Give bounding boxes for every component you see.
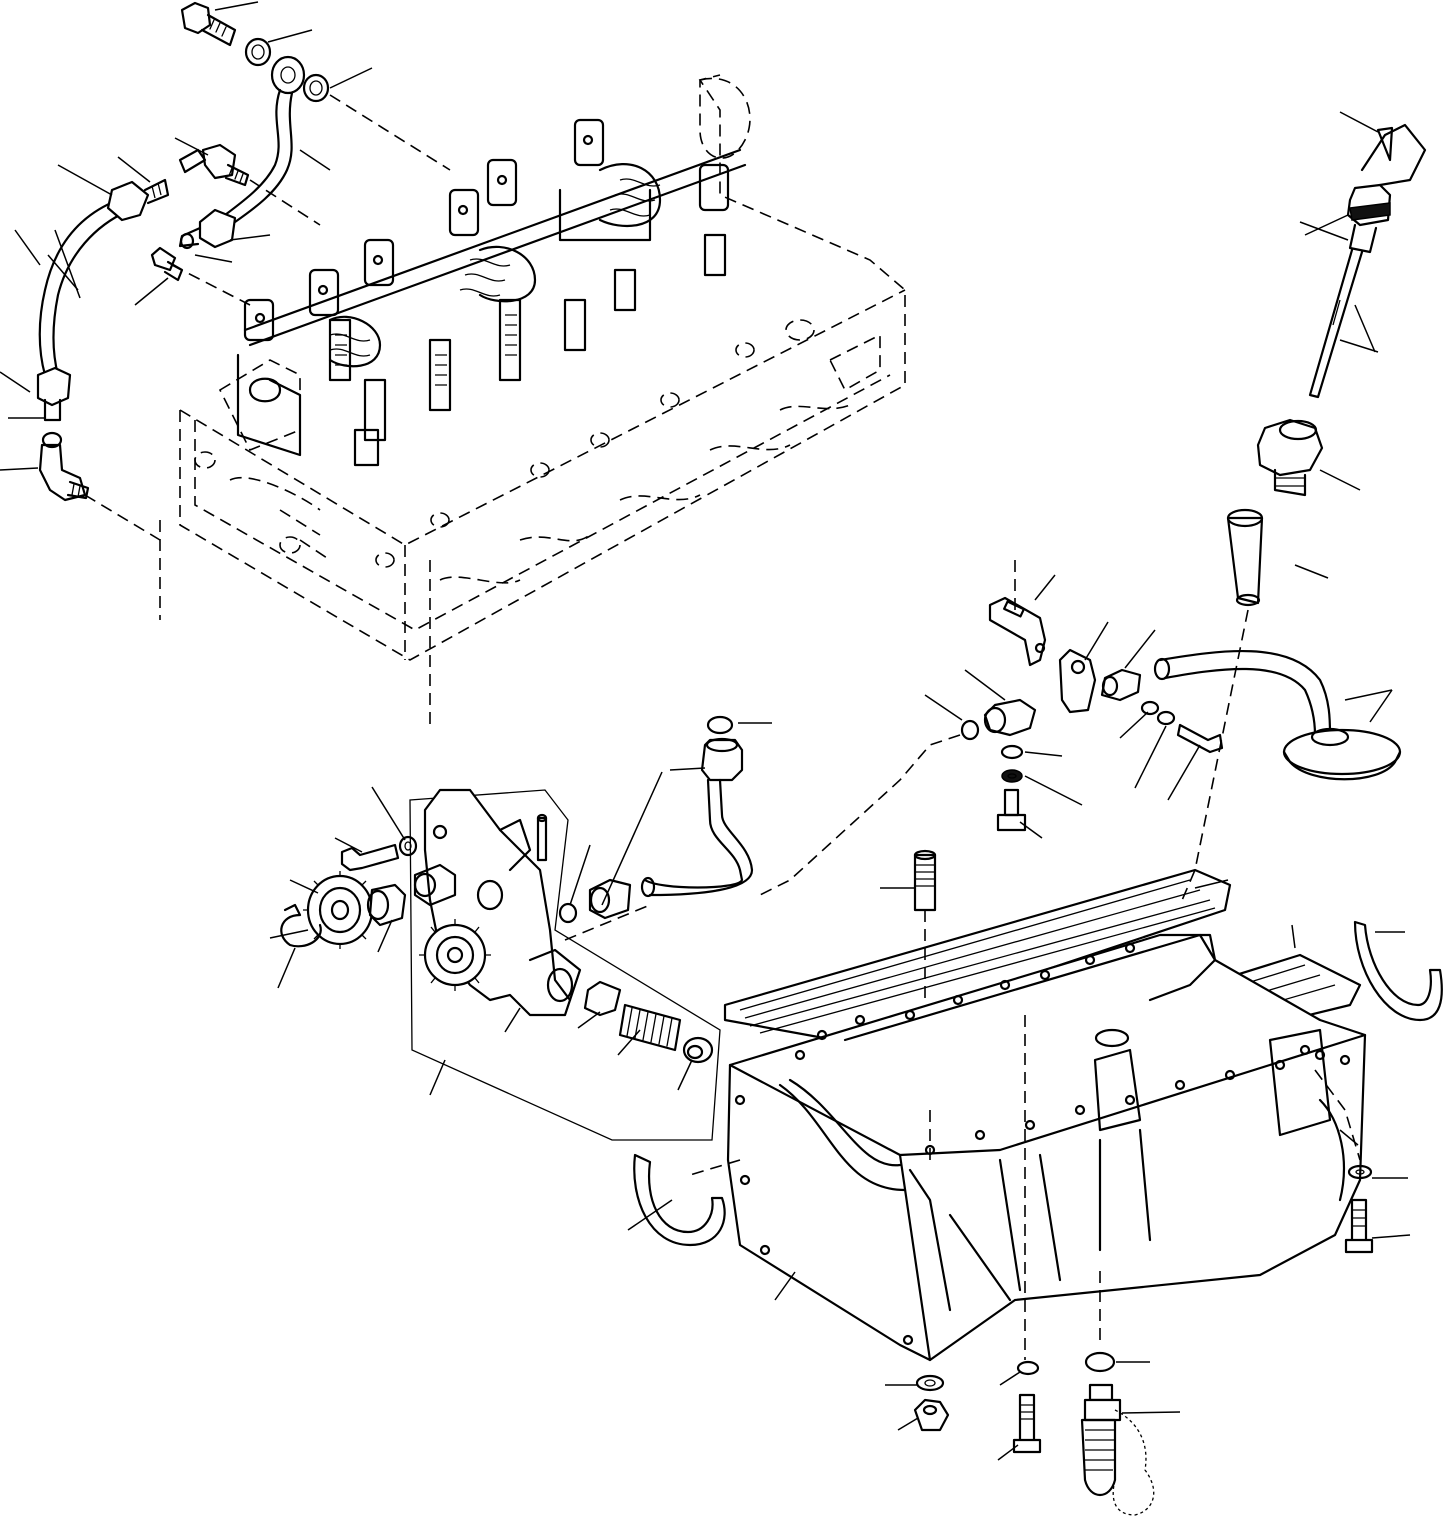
dipstick-tube-plug xyxy=(1256,418,1324,497)
nut xyxy=(913,1398,950,1432)
dipstick-guide-tube xyxy=(1179,508,1264,906)
sealing-washer-1 xyxy=(244,37,272,67)
suction-pipe-and-strainer xyxy=(759,560,1402,896)
elbow-fitting-lower xyxy=(38,443,90,502)
oil-sump xyxy=(689,849,1367,1362)
hose-clamp xyxy=(1058,648,1097,714)
circlip xyxy=(280,903,322,948)
cylinder-head-assembly xyxy=(159,74,906,725)
banjo-bolt xyxy=(180,1,237,47)
sump-bottom-hardware xyxy=(913,1164,1374,1516)
thrust-half-ring-right xyxy=(1353,920,1443,1022)
elbow-fitting-head xyxy=(150,246,184,282)
relief-valve-spring xyxy=(618,1003,682,1052)
bolt-right xyxy=(1344,1198,1374,1254)
sealing-washer-2 xyxy=(302,73,330,103)
oil-pipe-upper xyxy=(223,88,294,224)
callout-leader-lines xyxy=(0,1,1411,1461)
stud xyxy=(913,849,937,1005)
oil-pan-gasket-upper xyxy=(723,868,1232,1042)
suction-pipe xyxy=(1158,649,1332,737)
elbow-fitting-upper xyxy=(178,143,250,187)
dipstick xyxy=(1308,123,1427,399)
pump-delivery-pipe xyxy=(558,715,754,924)
bolt-bottom xyxy=(1012,1393,1042,1454)
thrust-half-ring-left xyxy=(633,1153,726,1247)
banjo-eye xyxy=(270,55,306,95)
mounting-bracket xyxy=(988,596,1047,667)
oil-pipe-left xyxy=(38,198,132,377)
oil-strainer xyxy=(1282,727,1402,781)
pipe-connector xyxy=(1100,668,1142,702)
pump-internal-gear xyxy=(419,919,491,991)
bushing xyxy=(366,883,407,927)
pump-drive-gear xyxy=(303,871,377,949)
oil-pressure-sender xyxy=(1080,1383,1155,1516)
oil-pump-assembly xyxy=(280,715,754,1141)
oil-feed-pipes xyxy=(36,1,451,541)
relief-valve-cap xyxy=(682,1036,714,1064)
